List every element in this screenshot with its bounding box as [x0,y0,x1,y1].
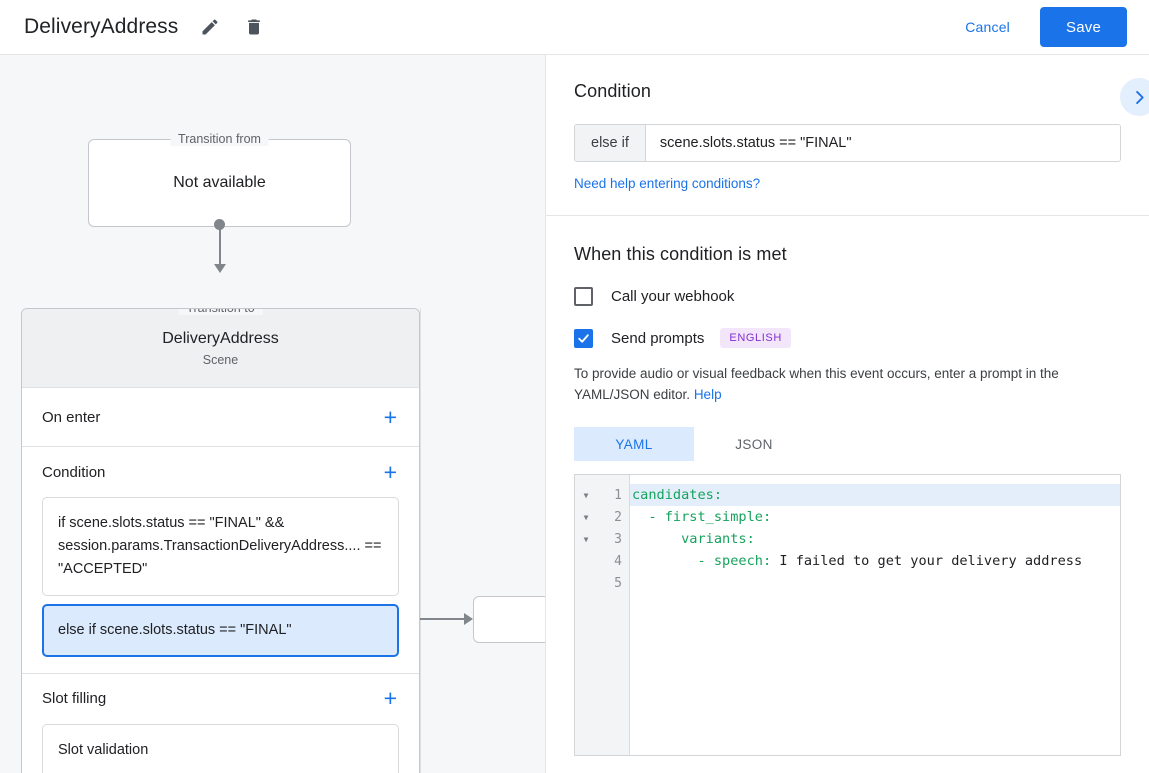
section-slot-filling-title: Slot filling [42,690,107,708]
scene-graph-panel: Transition from Not available Transition… [0,55,545,773]
transition-to-legend: Transition to [178,309,263,315]
editor-line-number: 1 [614,487,622,503]
section-condition: Condition + if scene.slots.status == "FI… [22,447,419,674]
transition-from-node[interactable]: Transition from Not available [88,132,351,227]
condition-item-if[interactable]: if scene.slots.status == "FINAL" && sess… [42,497,399,596]
section-on-enter: On enter + [22,388,419,447]
app-header: DeliveryAddress Cancel Save [0,0,1149,55]
section-condition-title: Condition [42,463,106,481]
add-slot-filling-button[interactable]: + [383,685,397,712]
slot-item-validation[interactable]: Slot validation [42,723,399,773]
pencil-icon[interactable] [198,15,222,39]
language-badge: ENGLISH [720,328,791,348]
section-condition-head: Condition + [42,447,399,497]
section-slot-filling-head: Slot filling + [42,674,399,724]
editor-gutter-row: ▼1 [575,484,629,506]
editor-code-line[interactable]: - first_simple: [630,506,1120,528]
condition-expression-input[interactable] [645,125,1120,161]
yaml-key-token: - speech: [632,553,772,570]
trash-icon[interactable] [242,15,266,39]
fold-triangle-icon[interactable]: ▼ [583,490,589,500]
save-button[interactable]: Save [1040,7,1127,47]
detail-panel: Condition else if Need help entering con… [545,55,1149,773]
editor-gutter-row: 4 [575,550,629,572]
condition-help-link[interactable]: Need help entering conditions? [574,176,761,191]
editor-gutter-row: 5 [575,572,629,594]
webhook-row[interactable]: Call your webhook [574,287,1121,306]
section-on-enter-title: On enter [42,408,101,426]
page-title: DeliveryAddress [24,15,179,38]
when-condition-met-block: When this condition is met Call your web… [546,216,1149,773]
call-webhook-checkbox[interactable] [574,287,593,306]
transition-to-title: DeliveryAddress [162,329,279,347]
condition-heading: Condition [574,81,651,101]
connector-arrow-down [214,264,226,273]
condition-item-else-if[interactable]: else if scene.slots.status == "FINAL" [42,603,399,657]
editor-format-tabs: YAML JSON [574,427,1121,462]
section-slot-filling: Slot filling + Slot validation Transacti… [22,674,419,773]
editor-line-number: 2 [614,509,622,525]
prompts-help-link[interactable]: Help [693,386,722,402]
editor-gutter-row: ▼3 [575,528,629,550]
transition-to-node: Transition to DeliveryAddress Scene On e… [21,308,420,773]
editor-code-line[interactable]: variants: [630,528,1120,550]
transition-from-title: Not available [173,174,266,191]
editor-line-number: 5 [614,575,622,591]
transition-to-header: DeliveryAddress Scene [22,309,419,388]
yaml-value-token: I failed to get your delivery address [771,553,1083,570]
cancel-button[interactable]: Cancel [951,11,1024,43]
graph-divider-line [420,308,421,773]
fold-triangle-icon[interactable]: ▼ [583,534,589,544]
when-condition-heading: When this condition is met [574,244,787,264]
condition-input-row: else if [574,124,1121,162]
section-on-enter-head: On enter + [42,388,399,446]
add-on-enter-button[interactable]: + [383,403,397,430]
condition-prefix-label: else if [575,125,646,161]
connector-arrow-right [464,613,473,625]
yaml-key-token: variants: [632,531,755,548]
transition-from-legend: Transition from [170,132,269,146]
send-prompts-row[interactable]: Send prompts ENGLISH [574,328,1121,348]
send-prompts-label: Send prompts [611,329,705,347]
tab-json[interactable]: JSON [735,436,773,452]
prompts-description-text: To provide audio or visual feedback when… [574,366,1059,402]
transition-target-node-clipped[interactable] [473,596,545,643]
editor-line-number: 3 [614,531,622,547]
editor-code-line[interactable] [630,572,1120,594]
connector-line-vertical [219,224,221,266]
yaml-key-token: - first_simple: [632,509,772,526]
editor-gutter-row: ▼2 [575,506,629,528]
editor-code-line[interactable]: candidates: [630,484,1120,507]
connector-line-horizontal [402,618,466,620]
chevron-right-icon[interactable] [1120,78,1149,116]
editor-code-area[interactable]: candidates: - first_simple: variants: - … [630,475,1120,755]
yaml-key-token: candidates: [632,487,723,504]
tab-yaml[interactable]: YAML [574,427,694,462]
fold-triangle-icon[interactable]: ▼ [583,512,589,522]
call-webhook-label: Call your webhook [611,288,735,305]
transition-to-subtitle: Scene [202,352,239,367]
editor-code-line[interactable]: - speech: I failed to get your delivery … [630,550,1120,572]
add-condition-button[interactable]: + [383,458,397,485]
send-prompts-checkbox[interactable] [574,328,593,348]
editor-line-number: 4 [614,553,622,569]
condition-block: Condition else if Need help entering con… [546,55,1149,216]
prompts-description: To provide audio or visual feedback when… [574,364,1121,405]
